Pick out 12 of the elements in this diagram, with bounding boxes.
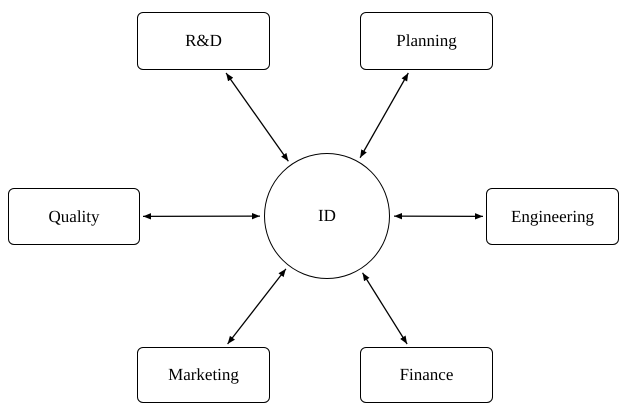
double-arrow (360, 72, 409, 158)
double-arrow (362, 272, 408, 344)
double-arrow (226, 72, 289, 162)
department-box: Marketing (137, 347, 270, 403)
double-arrow (394, 212, 483, 220)
double-arrow (143, 212, 260, 220)
department-box: Finance (360, 347, 493, 403)
department-box: Engineering (486, 188, 619, 245)
department-box: Quality (8, 188, 140, 245)
double-arrow (227, 268, 286, 344)
department-box: R&D (137, 12, 270, 70)
department-box: Planning (360, 12, 493, 70)
